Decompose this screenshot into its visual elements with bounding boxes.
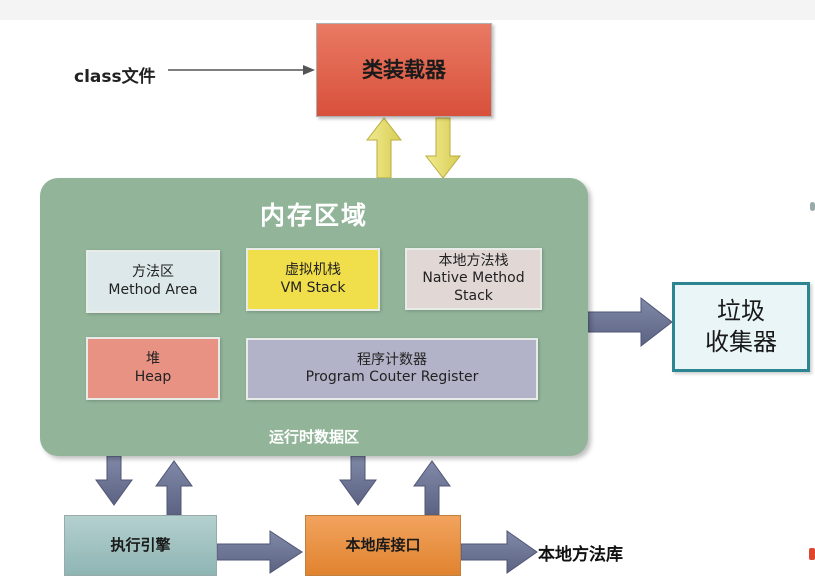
execution-engine-box: 执行引擎 — [64, 515, 217, 576]
garbage-collector-box: 垃圾 收集器 — [672, 282, 810, 372]
heap-box: 堆 Heap — [86, 337, 220, 400]
top-strip — [0, 0, 815, 20]
heap-cn: 堆 — [146, 351, 160, 367]
heap-en: Heap — [134, 368, 172, 385]
edge-mark-bottom — [809, 548, 815, 560]
runtime-data-area-label: 运行时数据区 — [268, 428, 359, 446]
class-loader-label: 类装载器 — [362, 57, 446, 82]
method-area-box: 方法区 Method Area — [86, 250, 220, 313]
native-library-label: 本地方法库 — [538, 545, 623, 565]
execution-engine-label: 执行引擎 — [110, 536, 171, 555]
engine-to-interface-arrow — [216, 530, 303, 574]
program-counter-box: 程序计数器 Program Couter Register — [246, 338, 538, 400]
edge-mark-top — [810, 202, 815, 211]
class-file-label: class文件 — [74, 67, 156, 87]
method-area-cn: 方法区 — [132, 264, 174, 280]
gc-line2: 收集器 — [705, 328, 777, 356]
native-stack-cn: 本地方法栈 — [438, 252, 509, 269]
vm-stack-cn: 虚拟机栈 — [285, 262, 341, 278]
interface-to-library-arrow — [460, 530, 538, 574]
yellow-up-arrow — [365, 117, 403, 179]
vm-stack-en: VM Stack — [280, 279, 346, 296]
class-loader-box: 类装载器 — [316, 23, 492, 117]
class-file-arrow — [168, 65, 315, 75]
native-interface-box: 本地库接口 — [305, 515, 461, 576]
program-counter-en: Program Couter Register — [305, 369, 479, 385]
vm-stack-box: 虚拟机栈 VM Stack — [246, 248, 380, 311]
method-area-en: Method Area — [108, 281, 198, 298]
yellow-down-arrow — [424, 117, 462, 179]
gc-line1: 垃圾 — [717, 296, 765, 325]
memory-region-title: 内存区域 — [259, 201, 368, 230]
program-counter-cn: 程序计数器 — [357, 351, 427, 368]
engine-up-arrow — [155, 460, 193, 516]
native-stack-en-line1: Native Method — [422, 270, 525, 287]
native-interface-label: 本地库接口 — [345, 536, 421, 555]
native-stack-en-line2: Stack — [454, 287, 493, 304]
gc-arrow — [587, 296, 673, 348]
interface-down-arrow — [339, 455, 377, 506]
memory-region — [40, 178, 588, 456]
native-method-stack-box: 本地方法栈 Native Method Stack — [405, 248, 542, 310]
engine-down-arrow — [95, 455, 133, 506]
interface-up-arrow — [413, 460, 451, 516]
